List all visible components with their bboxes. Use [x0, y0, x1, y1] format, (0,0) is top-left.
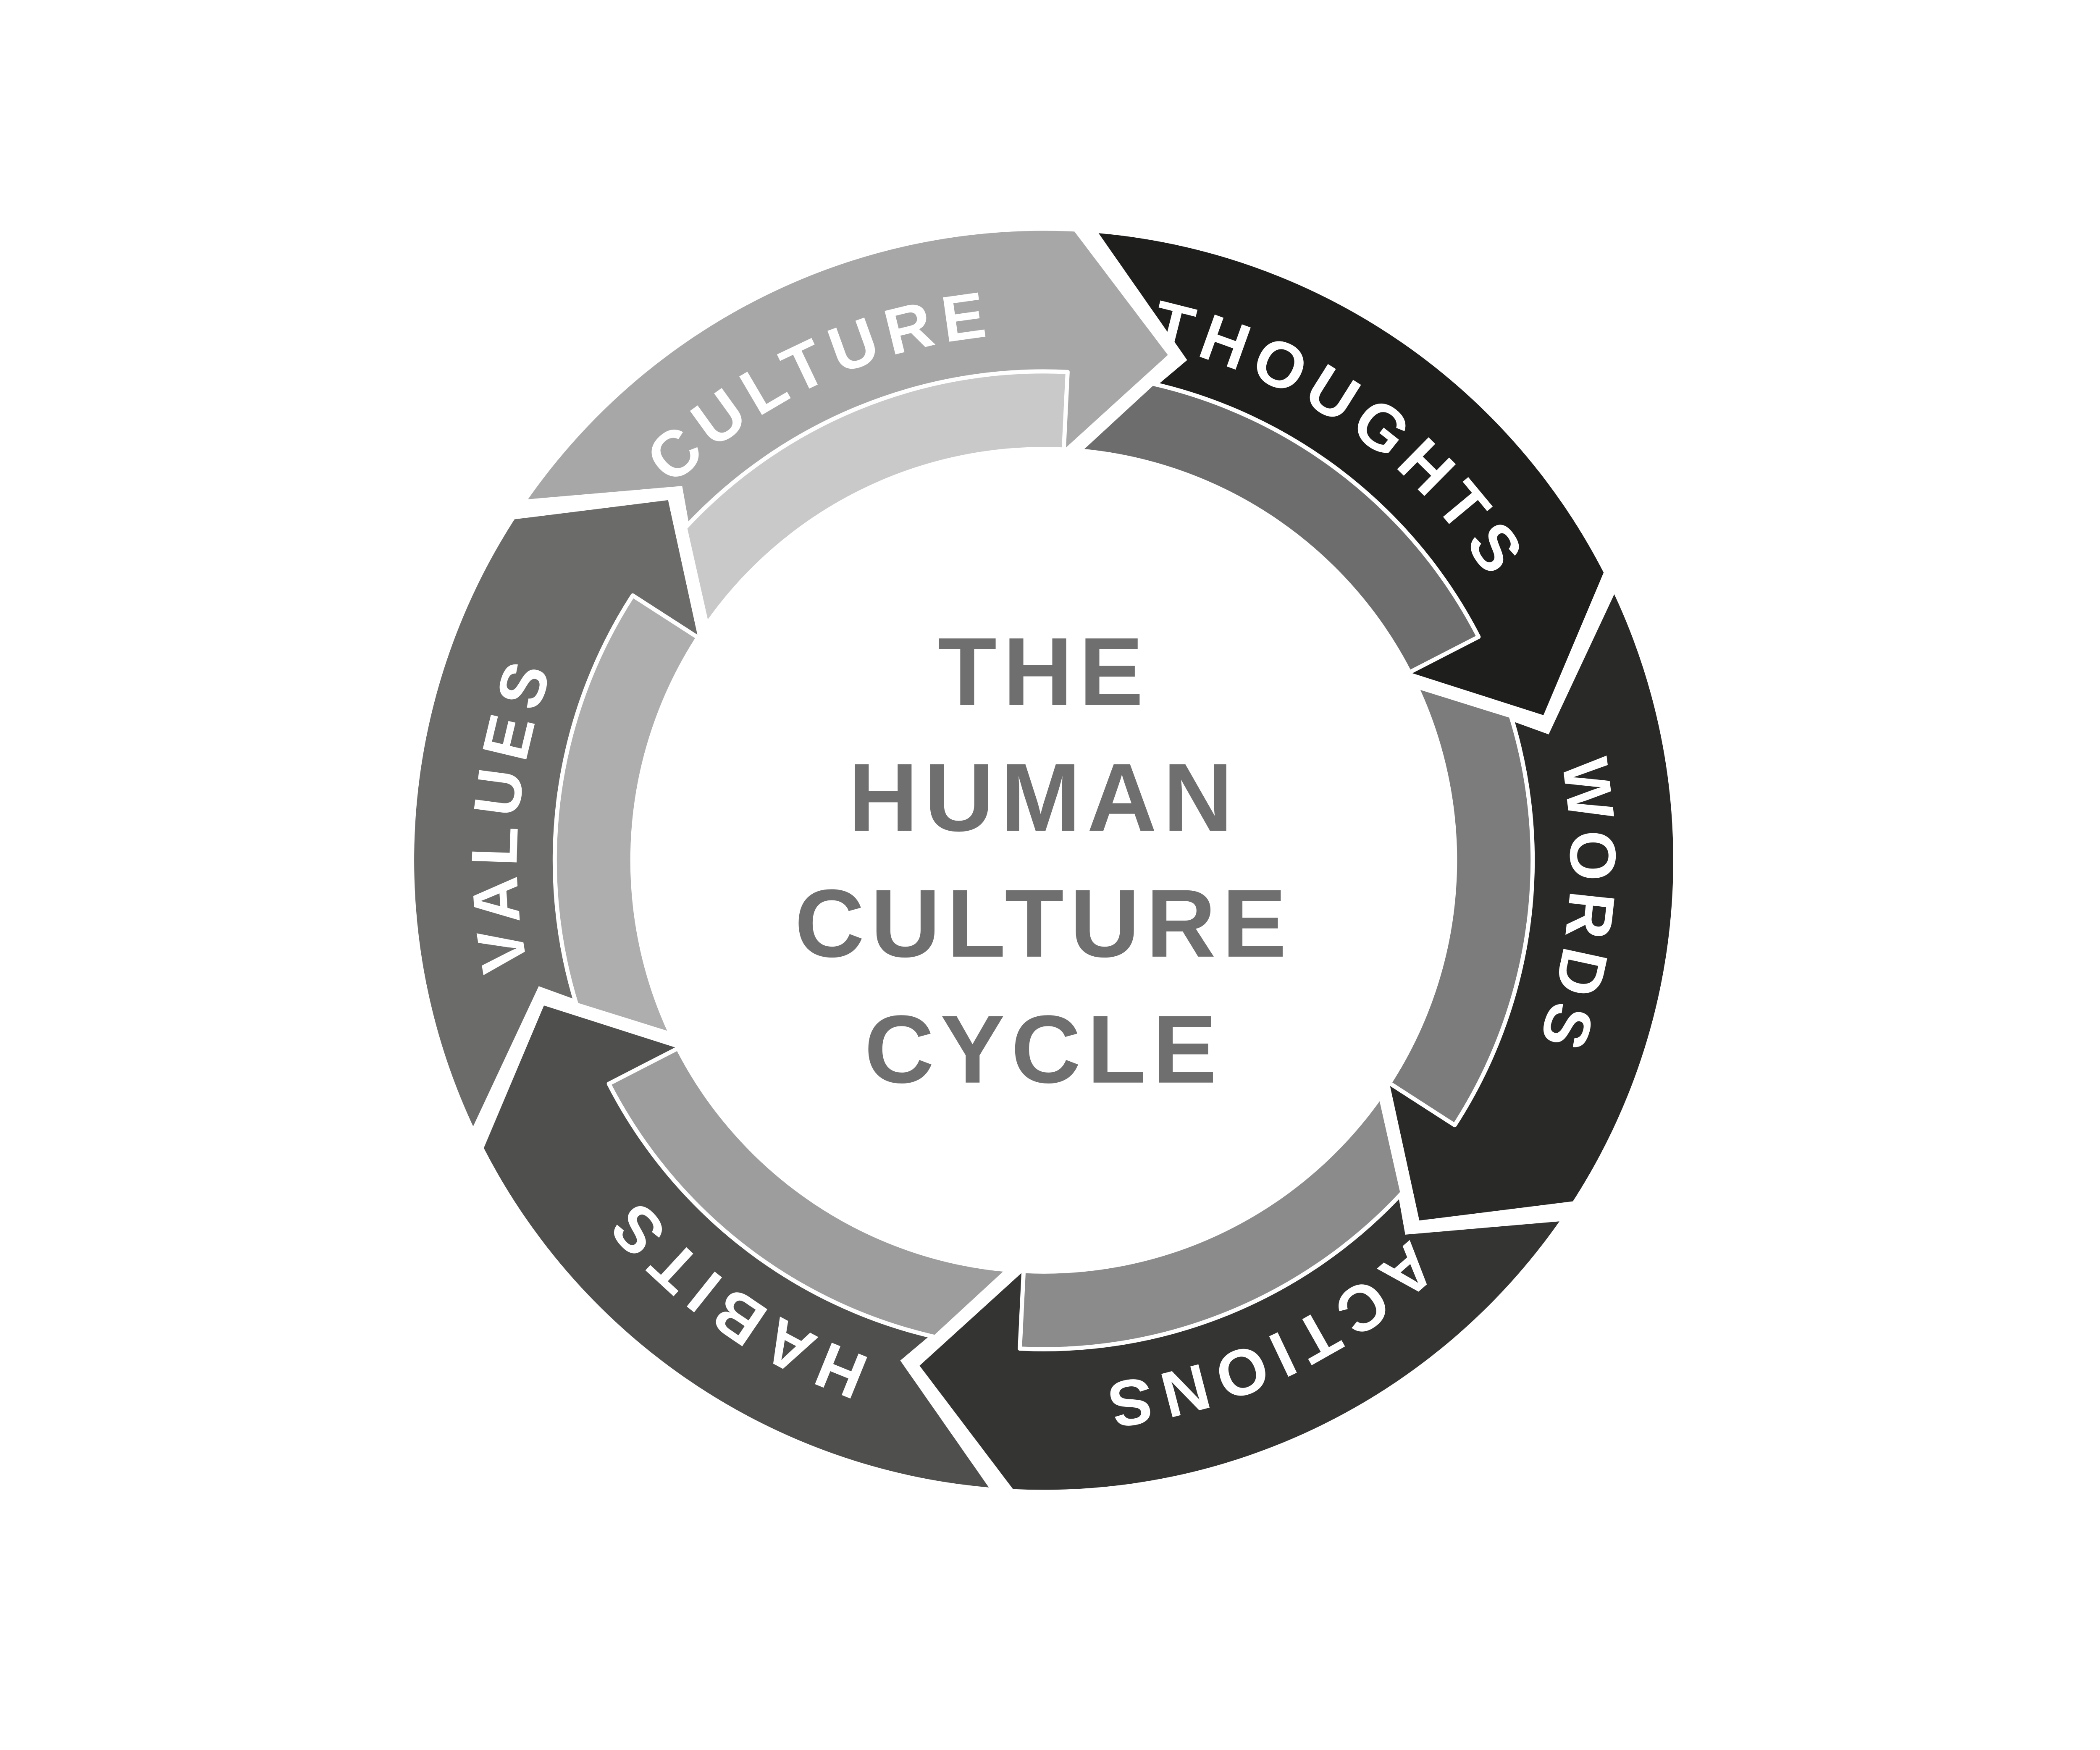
cycle-segments — [414, 231, 1673, 1490]
segment-rim-values — [552, 593, 700, 1036]
segment-rim-habits — [606, 1046, 1010, 1339]
segment-rim-culture — [683, 369, 1070, 627]
segment-rim-actions — [1018, 1094, 1404, 1351]
segment-rim-words — [1387, 684, 1535, 1128]
segment-rim-thoughts — [1077, 381, 1481, 674]
